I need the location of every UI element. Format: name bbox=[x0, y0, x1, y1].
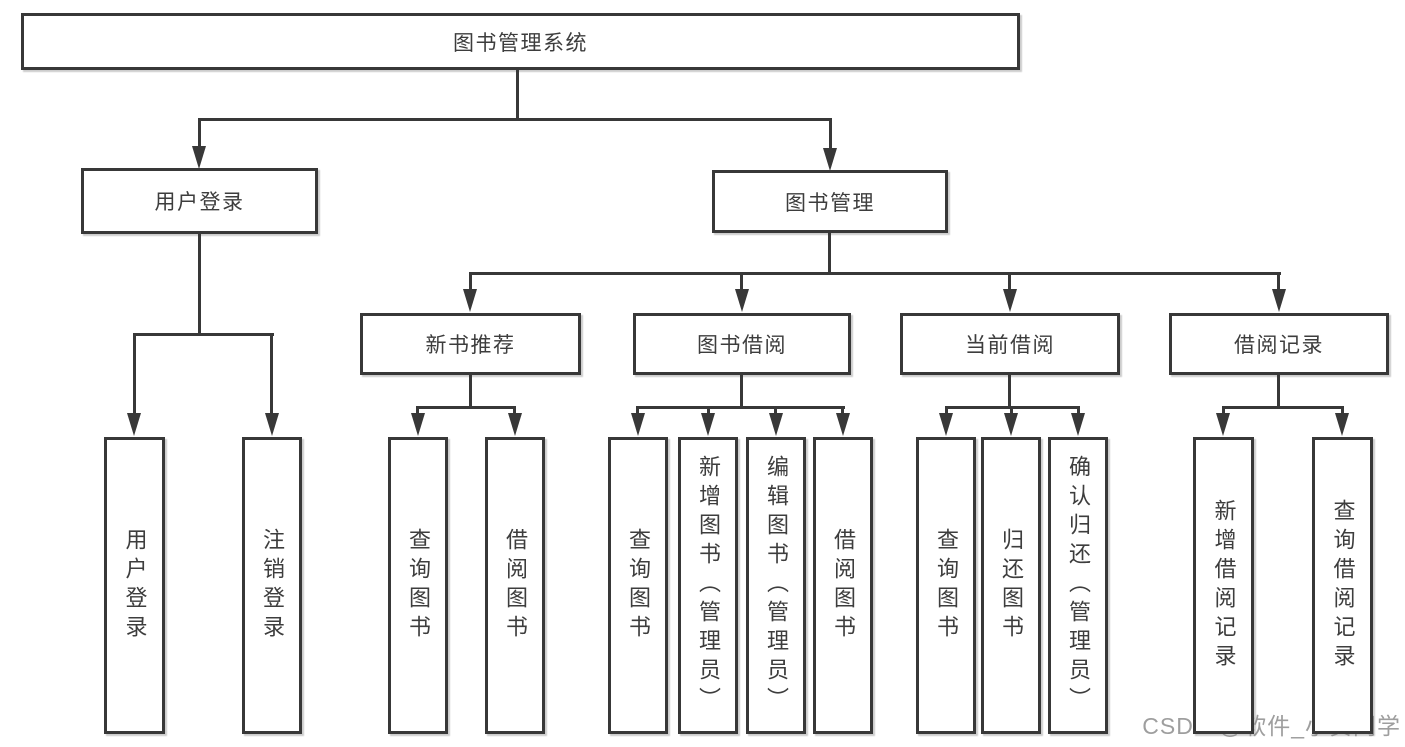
connector-line bbox=[133, 333, 274, 336]
arrowhead-icon bbox=[127, 413, 141, 436]
arrowhead-icon bbox=[836, 413, 850, 436]
node-label: 确认归还（管理员） bbox=[1066, 455, 1091, 716]
connector-line bbox=[636, 408, 639, 416]
node-borrowing-records: 借阅记录 bbox=[1169, 313, 1389, 375]
connector-line bbox=[198, 118, 832, 121]
node-label: 查询图书 bbox=[934, 527, 959, 644]
connector-line bbox=[774, 408, 777, 416]
connector-line bbox=[1010, 408, 1013, 416]
arrowhead-icon bbox=[411, 413, 425, 436]
node-current-borrowing: 当前借阅 bbox=[900, 313, 1120, 375]
node-leaf-add-borrow-record: 新增借阅记录 bbox=[1193, 437, 1254, 734]
node-label: 注销登录 bbox=[260, 527, 285, 644]
connector-line bbox=[1277, 274, 1280, 292]
connector-line bbox=[1008, 274, 1011, 292]
arrowhead-icon bbox=[701, 413, 715, 436]
node-label: 新增图书（管理员） bbox=[696, 455, 721, 716]
node-leaf-edit-books-admin: 编辑图书（管理员） bbox=[746, 437, 806, 734]
node-leaf-query-books-3: 查询图书 bbox=[916, 437, 976, 734]
node-leaf-add-books-admin: 新增图书（管理员） bbox=[678, 437, 738, 734]
connector-line bbox=[829, 120, 832, 148]
arrowhead-icon bbox=[1071, 413, 1085, 436]
node-root: 图书管理系统 bbox=[21, 13, 1020, 70]
connector-line bbox=[469, 274, 472, 292]
connector-line bbox=[198, 234, 201, 335]
node-leaf-user-login: 用户登录 bbox=[104, 437, 165, 734]
node-book-management: 图书管理 bbox=[712, 170, 948, 233]
connector-line bbox=[945, 406, 1080, 409]
connector-line bbox=[513, 408, 516, 416]
node-leaf-borrow-books-1: 借阅图书 bbox=[485, 437, 545, 734]
arrowhead-icon bbox=[1272, 289, 1286, 312]
node-user-login: 用户登录 bbox=[81, 168, 318, 234]
connector-line bbox=[416, 408, 419, 416]
connector-line bbox=[1222, 408, 1225, 416]
connector-line bbox=[707, 408, 710, 416]
connector-line bbox=[516, 70, 519, 119]
node-leaf-return-books: 归还图书 bbox=[981, 437, 1041, 734]
node-label: 新书推荐 bbox=[425, 334, 516, 357]
node-label: 借阅记录 bbox=[1234, 334, 1324, 357]
arrowhead-icon bbox=[823, 148, 837, 171]
connector-line bbox=[945, 408, 948, 416]
node-leaf-borrow-books-2: 借阅图书 bbox=[813, 437, 873, 734]
node-leaf-query-books-1: 查询图书 bbox=[388, 437, 448, 734]
arrowhead-icon bbox=[1004, 413, 1018, 436]
arrowhead-icon bbox=[631, 413, 645, 436]
connector-line bbox=[469, 375, 472, 408]
node-label: 查询借阅记录 bbox=[1330, 498, 1356, 673]
connector-line bbox=[1008, 375, 1011, 408]
connector-line bbox=[740, 274, 743, 292]
connector-line bbox=[828, 233, 831, 274]
node-label: 用户登录 bbox=[122, 527, 148, 644]
arrowhead-icon bbox=[192, 146, 206, 169]
node-label: 用户登录 bbox=[154, 191, 245, 214]
arrowhead-icon bbox=[1003, 289, 1017, 312]
node-label: 图书借阅 bbox=[697, 334, 787, 357]
arrowhead-icon bbox=[769, 413, 783, 436]
arrowhead-icon bbox=[508, 413, 522, 436]
connector-line bbox=[1077, 408, 1080, 416]
connector-line bbox=[1277, 375, 1280, 408]
node-leaf-confirm-return-admin: 确认归还（管理员） bbox=[1048, 437, 1108, 734]
node-label: 新增借阅记录 bbox=[1211, 498, 1237, 673]
arrowhead-icon bbox=[735, 289, 749, 312]
node-label: 查询图书 bbox=[626, 527, 651, 644]
arrowhead-icon bbox=[1216, 413, 1230, 436]
node-label: 归还图书 bbox=[999, 527, 1024, 644]
node-label: 查询图书 bbox=[406, 527, 431, 644]
node-book-borrowing: 图书借阅 bbox=[633, 313, 851, 375]
node-label: 借阅图书 bbox=[831, 527, 856, 644]
node-label: 当前借阅 bbox=[965, 334, 1055, 357]
connector-line bbox=[133, 335, 136, 414]
arrowhead-icon bbox=[939, 413, 953, 436]
node-label: 图书管理系统 bbox=[453, 31, 588, 55]
arrowhead-icon bbox=[1335, 413, 1349, 436]
connector-line bbox=[198, 120, 201, 146]
arrowhead-icon bbox=[463, 289, 477, 312]
connector-line bbox=[270, 335, 273, 414]
connector-line bbox=[1341, 408, 1344, 416]
connector-line bbox=[841, 408, 844, 416]
node-label: 借阅图书 bbox=[503, 527, 528, 644]
connector-line bbox=[636, 406, 845, 409]
node-leaf-logout: 注销登录 bbox=[242, 437, 302, 734]
connector-line bbox=[740, 375, 743, 408]
node-leaf-query-borrow-record: 查询借阅记录 bbox=[1312, 437, 1373, 734]
node-label: 编辑图书（管理员） bbox=[764, 455, 789, 716]
connector-line bbox=[416, 406, 516, 409]
node-label: 图书管理 bbox=[785, 191, 875, 215]
connector-line bbox=[1222, 406, 1344, 409]
arrowhead-icon bbox=[265, 413, 279, 436]
node-leaf-query-books-2: 查询图书 bbox=[608, 437, 668, 734]
connector-line bbox=[469, 272, 1281, 275]
node-new-book-recommend: 新书推荐 bbox=[360, 313, 581, 375]
